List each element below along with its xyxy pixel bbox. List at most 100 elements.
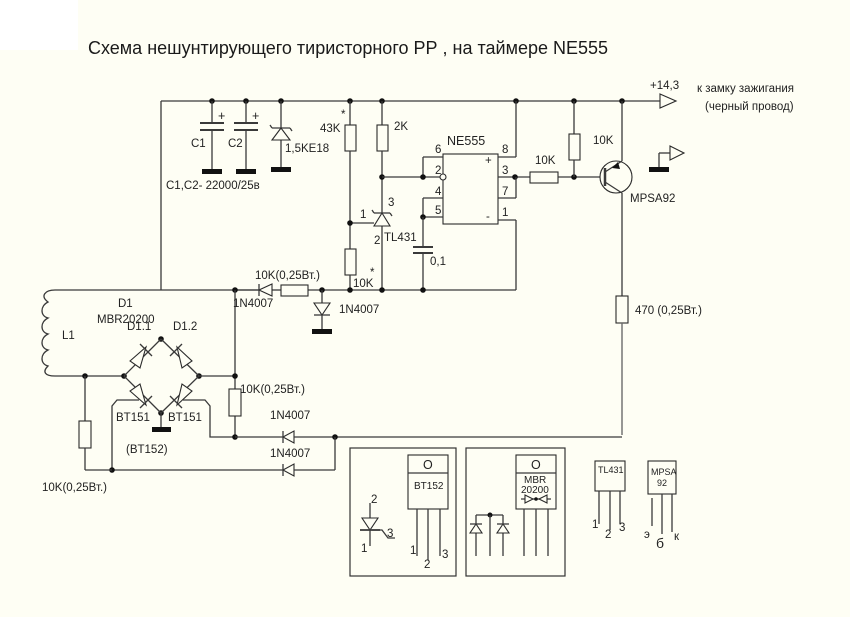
r10k-divider-label: 10K xyxy=(353,278,374,290)
r10k-left-label: 10K(0,25Вт.) xyxy=(42,482,107,494)
rectifier-bridge: D1.1 D1.2 BT151 BT151 (BT152) xyxy=(111,321,238,468)
resistor-10k-pullup: 10K xyxy=(568,101,614,177)
mpsa-leg-emitter: э xyxy=(644,529,650,541)
thyristor-pin3: 3 xyxy=(387,528,393,540)
capacitor-c1: + C1 xyxy=(191,101,225,174)
tl431-pin2: 2 xyxy=(374,235,380,247)
diode-1n4007-lower-return: 1N4007 xyxy=(109,437,336,477)
d12-label: D1.2 xyxy=(173,321,197,333)
r470-label: 470 (0,25Вт.) xyxy=(635,305,702,317)
ne555-minus: - xyxy=(486,211,490,223)
l1-label: L1 xyxy=(62,330,75,342)
c2-label: C2 xyxy=(228,138,243,150)
tl431-leg3: 3 xyxy=(619,522,625,534)
bt152-leg1: 1 xyxy=(410,545,416,557)
tl431-leg2: 2 xyxy=(605,529,611,541)
resistor-10k-divider: 10K * xyxy=(344,248,375,290)
ne555-pin7: 7 xyxy=(502,186,508,198)
bt152-tab-hole: O xyxy=(423,458,433,472)
bt151-left-label: BT151 xyxy=(116,412,150,424)
ground-output-terminal xyxy=(649,145,686,172)
pinout-box-mbr20200: O MBR 20200 xyxy=(465,447,566,577)
capacitor-c2: + C2 xyxy=(228,101,259,174)
bt152-alt-label: (BT152) xyxy=(126,444,168,456)
ne555-pin3: 3 xyxy=(502,165,508,177)
c1-polarity: + xyxy=(218,109,225,123)
diode-1n4007-series: 1N4007 xyxy=(233,283,273,310)
supply-wire-note: (черный провод) xyxy=(705,101,794,113)
diode-1n4007-upper-return: 1N4007 xyxy=(235,410,622,444)
r10k-divider-star: * xyxy=(370,267,375,279)
c1-label: C1 xyxy=(191,138,206,150)
d1-label: D1 xyxy=(118,298,133,310)
mpsa92-transistor: MPSA92 xyxy=(599,101,675,296)
mpsa-leg-collector: к xyxy=(674,531,680,543)
mpsa-package-line2: 92 xyxy=(657,478,667,488)
resistor-10k-gate: 10K(0,25Вт.) xyxy=(228,384,305,440)
r10k-gate-label: 10K(0,25Вт.) xyxy=(240,384,305,396)
ne555-plus: + xyxy=(485,155,492,167)
bt152-leg3: 3 xyxy=(442,549,448,561)
resistor-10k-series: 10K(0,25Вт.) xyxy=(255,270,320,297)
1n4007-upper-return-label: 1N4007 xyxy=(270,410,310,422)
thyristor-pin1: 1 xyxy=(361,543,367,555)
resistor-10k-base: 10K xyxy=(529,155,605,184)
r10k-base-label: 10K xyxy=(535,155,556,167)
1n4007-shunt-label: 1N4007 xyxy=(339,304,379,316)
diagram-title: Схема нешунтирующего тиристорного РР , н… xyxy=(88,38,608,58)
supply-output-terminal: +14,3 к замку зажигания (черный провод) xyxy=(650,80,794,113)
mbr-package-line2: 20200 xyxy=(521,485,549,496)
ne555-pin8: 8 xyxy=(502,144,508,156)
r43k-label: 43K xyxy=(320,123,341,135)
r10k-series-label: 10K(0,25Вт.) xyxy=(255,270,320,282)
tl431-label: TL431 xyxy=(384,232,417,244)
resistor-10k-left: 10K(0,25Вт.) xyxy=(42,376,112,494)
ne555-pin4: 4 xyxy=(435,186,442,198)
inductor-l1: L1 xyxy=(41,289,127,379)
cap-01-label: 0,1 xyxy=(430,256,446,268)
tl431-pin1: 1 xyxy=(360,209,366,221)
tl431-regulator: 1 2 3 TL431 xyxy=(347,197,417,247)
supply-voltage-label: +14,3 xyxy=(650,80,679,92)
d11-label: D1.1 xyxy=(127,321,151,333)
resistor-43k: 43K * xyxy=(320,101,357,249)
c2-polarity: + xyxy=(252,109,259,123)
tvs-diode: 1,5KE18 xyxy=(269,101,329,172)
resistor-2k: 2K xyxy=(376,101,408,288)
r43k-star: * xyxy=(341,109,346,121)
tl431-package-label: TL431 xyxy=(598,465,624,475)
1n4007-series-label: 1N4007 xyxy=(233,298,273,310)
ne555-label: NE555 xyxy=(447,134,485,148)
r10k-pullup-label: 10K xyxy=(593,135,614,147)
mpsa-leg-base: б xyxy=(656,535,664,551)
tl431-pin3: 3 xyxy=(388,197,394,209)
corner-blank-patch xyxy=(0,0,78,50)
mbr-package-line1: MBR xyxy=(524,475,546,486)
capacitor-value-note: C1,C2- 22000/25в xyxy=(166,180,260,192)
resistor-470: 470 (0,25Вт.) xyxy=(615,295,702,435)
bt152-leg2: 2 xyxy=(424,559,430,571)
tl431-leg1: 1 xyxy=(592,519,598,531)
ne555-pin1: 1 xyxy=(502,207,508,219)
ne555-timer: NE555 6 2 4 5 8 + 3 7 xyxy=(382,101,530,290)
diode-1n4007-shunt: 1N4007 xyxy=(312,290,379,334)
thyristor-pin2: 2 xyxy=(371,494,377,506)
ne555-pin2: 2 xyxy=(435,165,441,177)
r2k-label: 2K xyxy=(394,121,408,133)
supply-destination-label: к замку зажигания xyxy=(697,83,794,95)
mpsa-package-line1: MPSA xyxy=(651,467,677,477)
bt152-package-label: BT152 xyxy=(414,481,444,492)
capacitor-0-1uf: 0,1 xyxy=(413,217,446,290)
ne555-pin6: 6 xyxy=(435,144,441,156)
tvs-label: 1,5KE18 xyxy=(285,143,329,155)
pinout-box-bt152: 2 3 1 O BT152 1 2 3 xyxy=(349,447,457,577)
pinout-mpsa92: MPSA 92 э б к xyxy=(644,460,680,551)
mbr-tab-hole: O xyxy=(531,458,541,472)
pinout-tl431: TL431 1 2 3 xyxy=(592,460,626,541)
ne555-pin5: 5 xyxy=(435,205,441,217)
1n4007-lower-return-label: 1N4007 xyxy=(270,448,310,460)
transistor-label: MPSA92 xyxy=(630,193,675,205)
bt151-right-label: BT151 xyxy=(168,412,202,424)
